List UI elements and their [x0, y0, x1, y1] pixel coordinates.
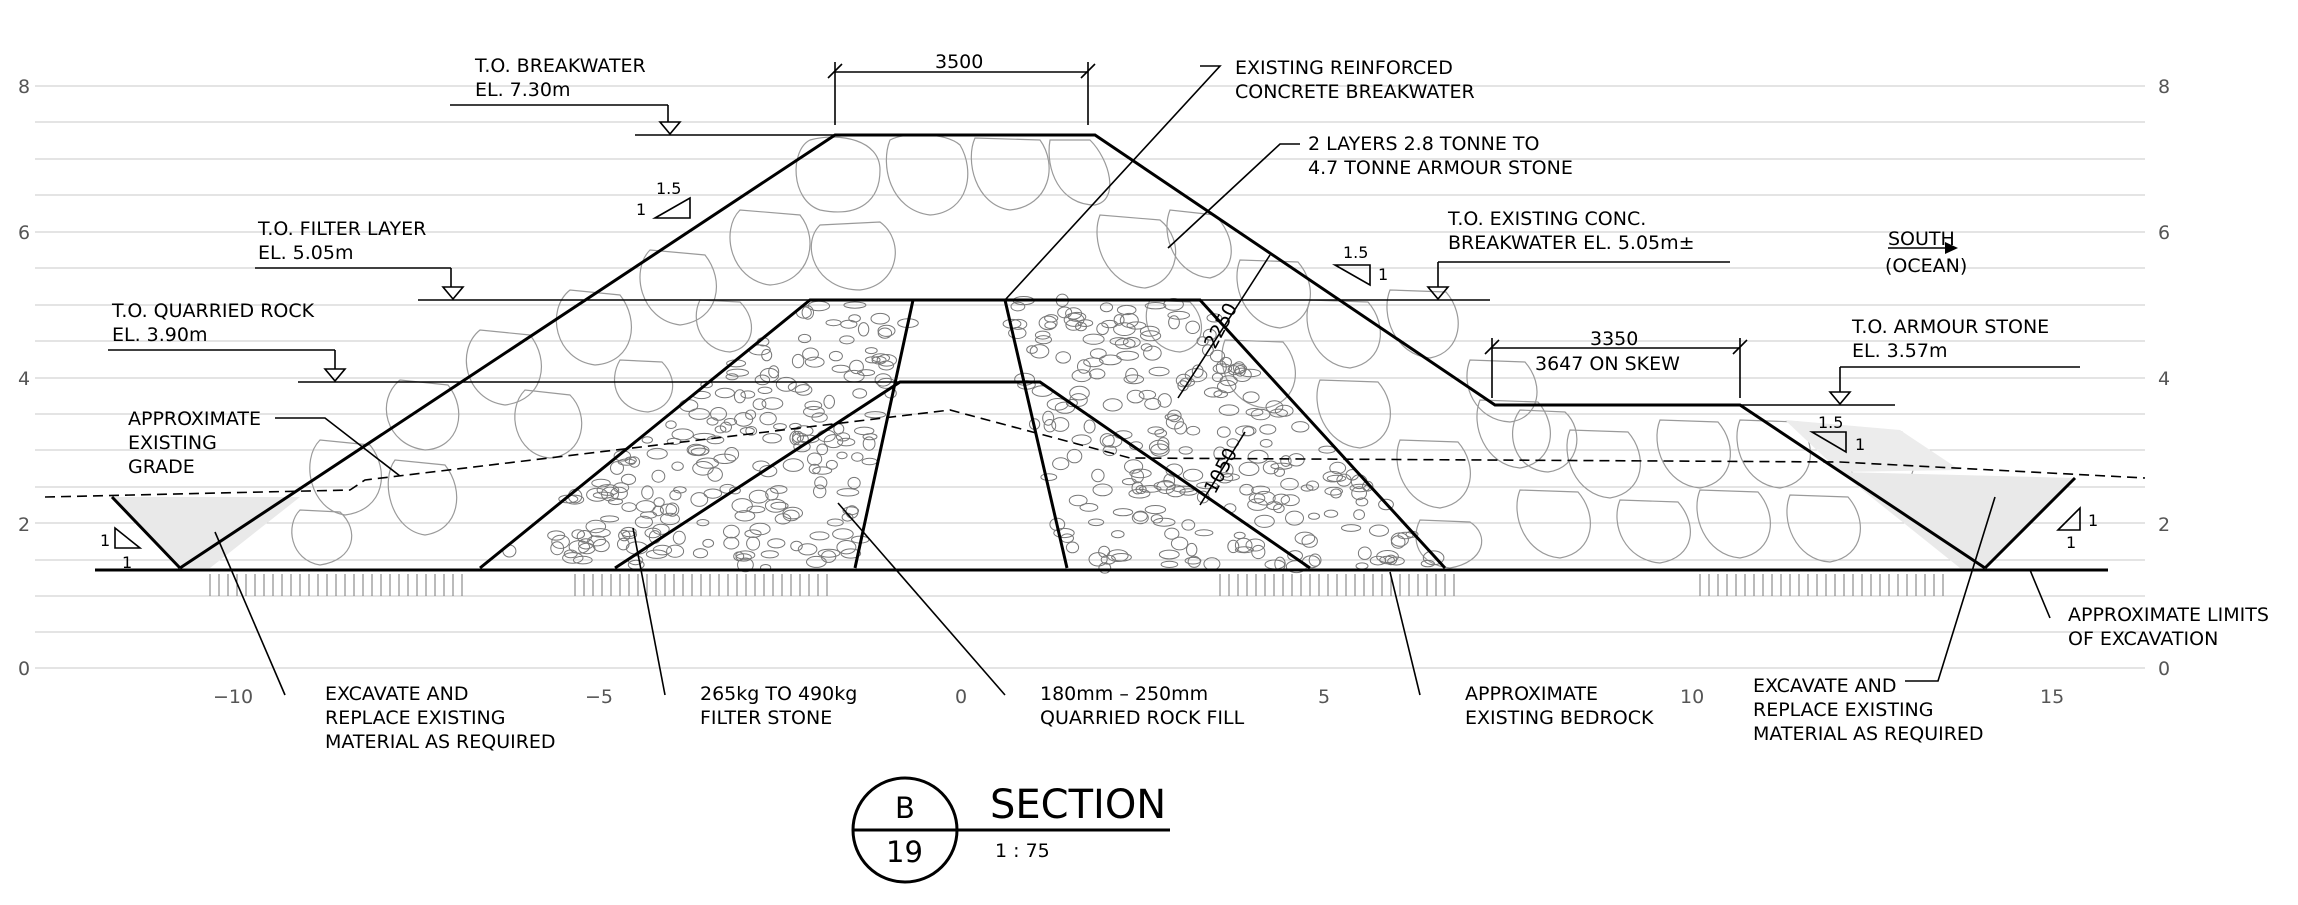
- label-excavate-left: EXCAVATE AND: [325, 683, 468, 705]
- label-armour-layers: 4.7 TONNE ARMOUR STONE: [1308, 157, 1573, 179]
- label-to-filter-el: EL. 5.05m: [258, 242, 353, 264]
- slope-values: 1.5 1 1.5 1 1.5 1 1 1 1 1: [100, 179, 2098, 572]
- label-to-quarried-el: EL. 3.90m: [112, 324, 207, 346]
- y-tick-left: 2: [18, 514, 30, 536]
- label-bedrock: APPROXIMATE: [1465, 683, 1598, 705]
- chainage-axis: −10 −5 0 5 10 15: [213, 686, 2064, 708]
- elevation-markers: [108, 104, 2080, 406]
- slope-h: 1.5: [656, 179, 681, 198]
- slope-h: 1.5: [1818, 413, 1843, 432]
- slope-h: 1: [2066, 533, 2076, 552]
- y-tick-right: 0: [2158, 658, 2170, 680]
- section-title-block: B 19 SECTION 1 : 75: [851, 776, 1170, 884]
- y-tick-left: 4: [18, 368, 30, 390]
- label-quarried-fill: 180mm – 250mm: [1040, 683, 1208, 705]
- label-south: SOUTH: [1888, 228, 1955, 250]
- x-tick: 15: [2040, 686, 2064, 708]
- dim-berm-skew: 3647 ON SKEW: [1535, 353, 1680, 375]
- y-tick-right: 2: [2158, 514, 2170, 536]
- x-tick: 10: [1680, 686, 1704, 708]
- elevation-grid: [35, 85, 2145, 669]
- dim-top-width: 3500: [935, 51, 983, 73]
- label-excavate-right: EXCAVATE AND: [1753, 675, 1896, 697]
- label-excavation-limits: OF EXCAVATION: [2068, 628, 2218, 650]
- x-tick: 0: [955, 686, 967, 708]
- label-to-quarried: T.O. QUARRIED ROCK: [111, 300, 315, 322]
- section-heading: SECTION: [990, 782, 1166, 828]
- x-tick: −5: [585, 686, 613, 708]
- x-tick: −10: [213, 686, 253, 708]
- label-excavate-right: MATERIAL AS REQUIRED: [1753, 723, 1984, 745]
- section-letter: B: [895, 791, 915, 825]
- label-to-armour-el: EL. 3.57m: [1852, 340, 1947, 362]
- slope-h: 1.5: [1343, 243, 1368, 262]
- label-excavate-left: REPLACE EXISTING: [325, 707, 506, 729]
- sheet-number: 19: [886, 835, 923, 869]
- right-elevation-axis: 8 6 4 2 0: [2158, 76, 2170, 680]
- y-tick-left: 6: [18, 222, 30, 244]
- label-approx-grade: GRADE: [128, 456, 195, 478]
- label-excavate-left: MATERIAL AS REQUIRED: [325, 731, 556, 753]
- label-approx-grade: EXISTING: [128, 432, 217, 454]
- dim-berm-width: 3350: [1590, 328, 1638, 350]
- annotation-labels: T.O. BREAKWATER EL. 7.30m T.O. FILTER LA…: [111, 55, 2269, 753]
- label-to-armour: T.O. ARMOUR STONE: [1851, 316, 2049, 338]
- label-to-existing-conc-el: BREAKWATER EL. 5.05m±: [1448, 232, 1695, 254]
- slope-v: 1: [2088, 511, 2098, 530]
- bedrock-hatch: [209, 574, 1944, 596]
- y-tick-left: 0: [18, 658, 30, 680]
- slope-v: 1: [636, 200, 646, 219]
- label-filter-stone: FILTER STONE: [700, 707, 832, 729]
- left-elevation-axis: 8 6 4 2 0: [18, 76, 30, 680]
- label-bedrock: EXISTING BEDROCK: [1465, 707, 1654, 729]
- label-quarried-fill: QUARRIED ROCK FILL: [1040, 707, 1245, 729]
- slope-h: 1: [122, 553, 132, 572]
- label-to-filter: T.O. FILTER LAYER: [257, 218, 426, 240]
- label-excavate-right: REPLACE EXISTING: [1753, 699, 1934, 721]
- filter-stone-texture: [502, 293, 1445, 574]
- dimension-lines: [827, 62, 1748, 506]
- slope-v: 1: [1855, 435, 1865, 454]
- slope-indicators: [114, 196, 2081, 549]
- callout-leaders: [214, 65, 2051, 696]
- y-tick-right: 4: [2158, 368, 2170, 390]
- label-to-breakwater-el: EL. 7.30m: [475, 79, 570, 101]
- y-tick-right: 8: [2158, 76, 2170, 98]
- y-tick-right: 6: [2158, 222, 2170, 244]
- slope-v: 1: [100, 531, 110, 550]
- y-tick-left: 8: [18, 76, 30, 98]
- label-to-breakwater: T.O. BREAKWATER: [474, 55, 646, 77]
- label-ocean: (OCEAN): [1885, 255, 1967, 277]
- label-to-existing-conc: T.O. EXISTING CONC.: [1447, 208, 1646, 230]
- dim-filter-thickness: 1050: [1200, 444, 1242, 497]
- section-scale: 1 : 75: [995, 840, 1050, 862]
- slope-v: 1: [1378, 265, 1388, 284]
- label-excavation-limits: APPROXIMATE LIMITS: [2068, 604, 2269, 626]
- label-filter-stone: 265kg TO 490kg: [700, 683, 857, 705]
- label-existing-rc: CONCRETE BREAKWATER: [1235, 81, 1475, 103]
- excavation-fill-texture: [112, 420, 2075, 568]
- label-approx-grade: APPROXIMATE: [128, 408, 261, 430]
- label-existing-rc: EXISTING REINFORCED: [1235, 57, 1453, 79]
- x-tick: 5: [1318, 686, 1330, 708]
- label-armour-layers: 2 LAYERS 2.8 TONNE TO: [1308, 133, 1539, 155]
- armour-stone-texture: [291, 133, 1915, 569]
